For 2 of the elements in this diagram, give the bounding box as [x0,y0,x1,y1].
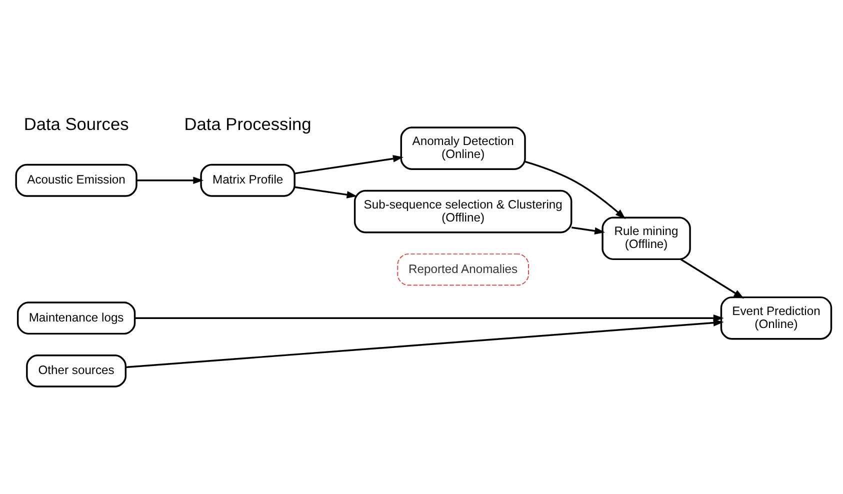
label: Data Processing [184,114,312,134]
label: Data Sources [24,114,129,134]
